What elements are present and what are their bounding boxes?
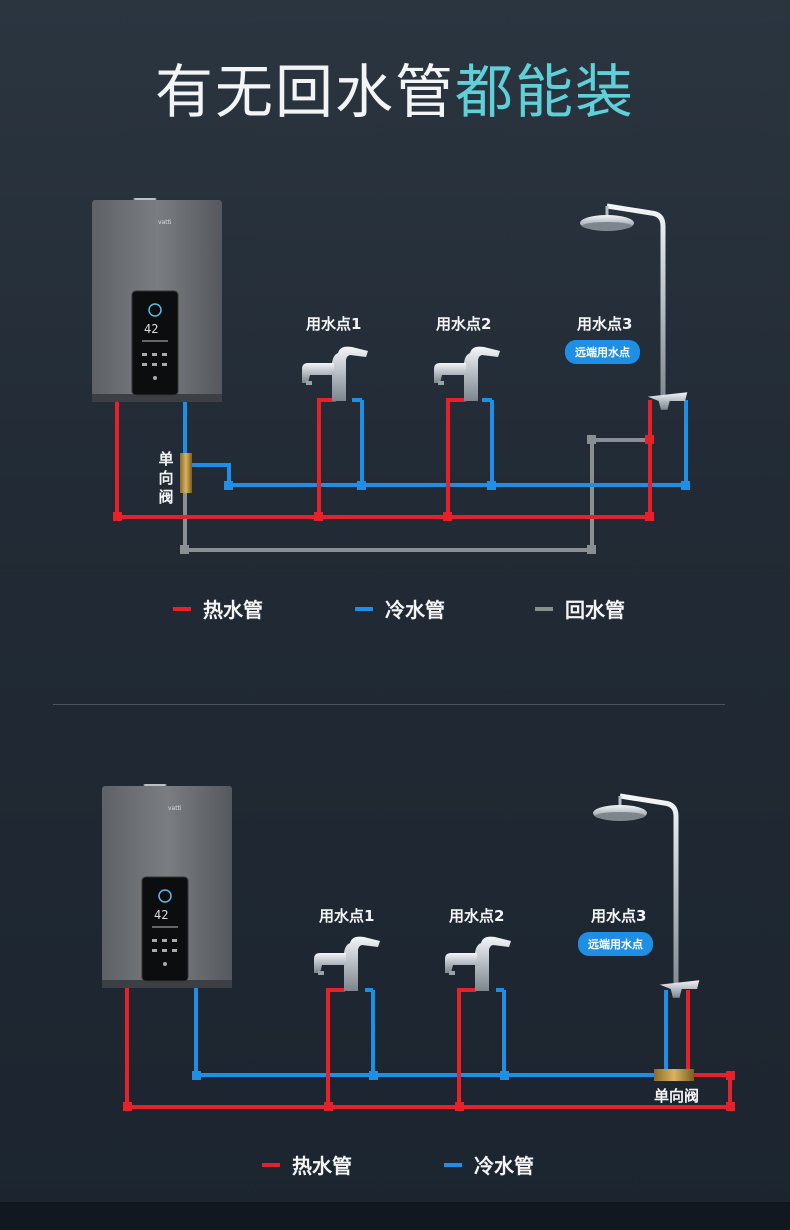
faucet-icon <box>434 346 500 401</box>
legend-cold: 冷水管 <box>444 1150 534 1179</box>
legend-hot: 热水管 <box>173 594 263 623</box>
point-3-label: 用水点3 <box>577 315 633 333</box>
section-divider <box>53 704 725 705</box>
bottom-strip <box>0 1202 790 1230</box>
check-valve-1 <box>180 453 192 493</box>
water-heater-2 <box>102 784 232 989</box>
shower-icon <box>593 796 676 996</box>
legend-cold-swatch <box>444 1162 462 1167</box>
shower-icon <box>580 206 663 406</box>
legend-cold-label: 冷水管 <box>474 1154 534 1178</box>
legend-hot: 热水管 <box>262 1150 352 1179</box>
remote-point-badge: 远端用水点 <box>565 340 640 364</box>
check-valve-label: 单向阀 <box>654 1087 700 1105</box>
legend-return-swatch <box>535 606 553 611</box>
cold-pipe-2 <box>194 985 668 1077</box>
check-valve-label: 单向阀 <box>158 450 174 506</box>
cold-pipe-1 <box>183 400 688 487</box>
headline-part2: 都能装 <box>455 58 636 126</box>
remote-point-badge: 远端用水点 <box>578 932 653 956</box>
hot-pipe-1 <box>115 398 652 519</box>
faucet-icon <box>314 936 380 991</box>
headline-part1: 有无回水管 <box>154 58 455 126</box>
faucet-icon <box>445 936 511 991</box>
return-pipe-1 <box>183 438 652 552</box>
hot-pipe-2 <box>125 985 732 1109</box>
legend-hot-swatch <box>262 1162 280 1167</box>
pipe-joints-1 <box>113 435 690 554</box>
legend-hot-label: 热水管 <box>203 598 263 622</box>
point-2-label: 用水点2 <box>436 315 492 333</box>
shower-mixer-icon <box>647 392 688 410</box>
legend-cold: 冷水管 <box>355 594 445 623</box>
headline: 有无回水管都能装 <box>0 45 790 129</box>
legend-cold-swatch <box>355 606 373 611</box>
legend-hot-swatch <box>173 606 191 611</box>
point-2-label: 用水点2 <box>449 907 505 925</box>
legend-cold-label: 冷水管 <box>385 598 445 622</box>
pipe-joints-2 <box>123 1071 735 1111</box>
point-3-label: 用水点3 <box>591 907 647 925</box>
faucet-icon <box>302 346 368 401</box>
legend-return-label: 回水管 <box>565 598 625 622</box>
point-1-label: 用水点1 <box>319 907 375 925</box>
water-heater-1 <box>92 198 222 403</box>
legend-hot-label: 热水管 <box>292 1154 352 1178</box>
check-valve-2 <box>654 1069 694 1081</box>
point-1-label: 用水点1 <box>306 315 362 333</box>
legend-return: 回水管 <box>535 594 625 623</box>
